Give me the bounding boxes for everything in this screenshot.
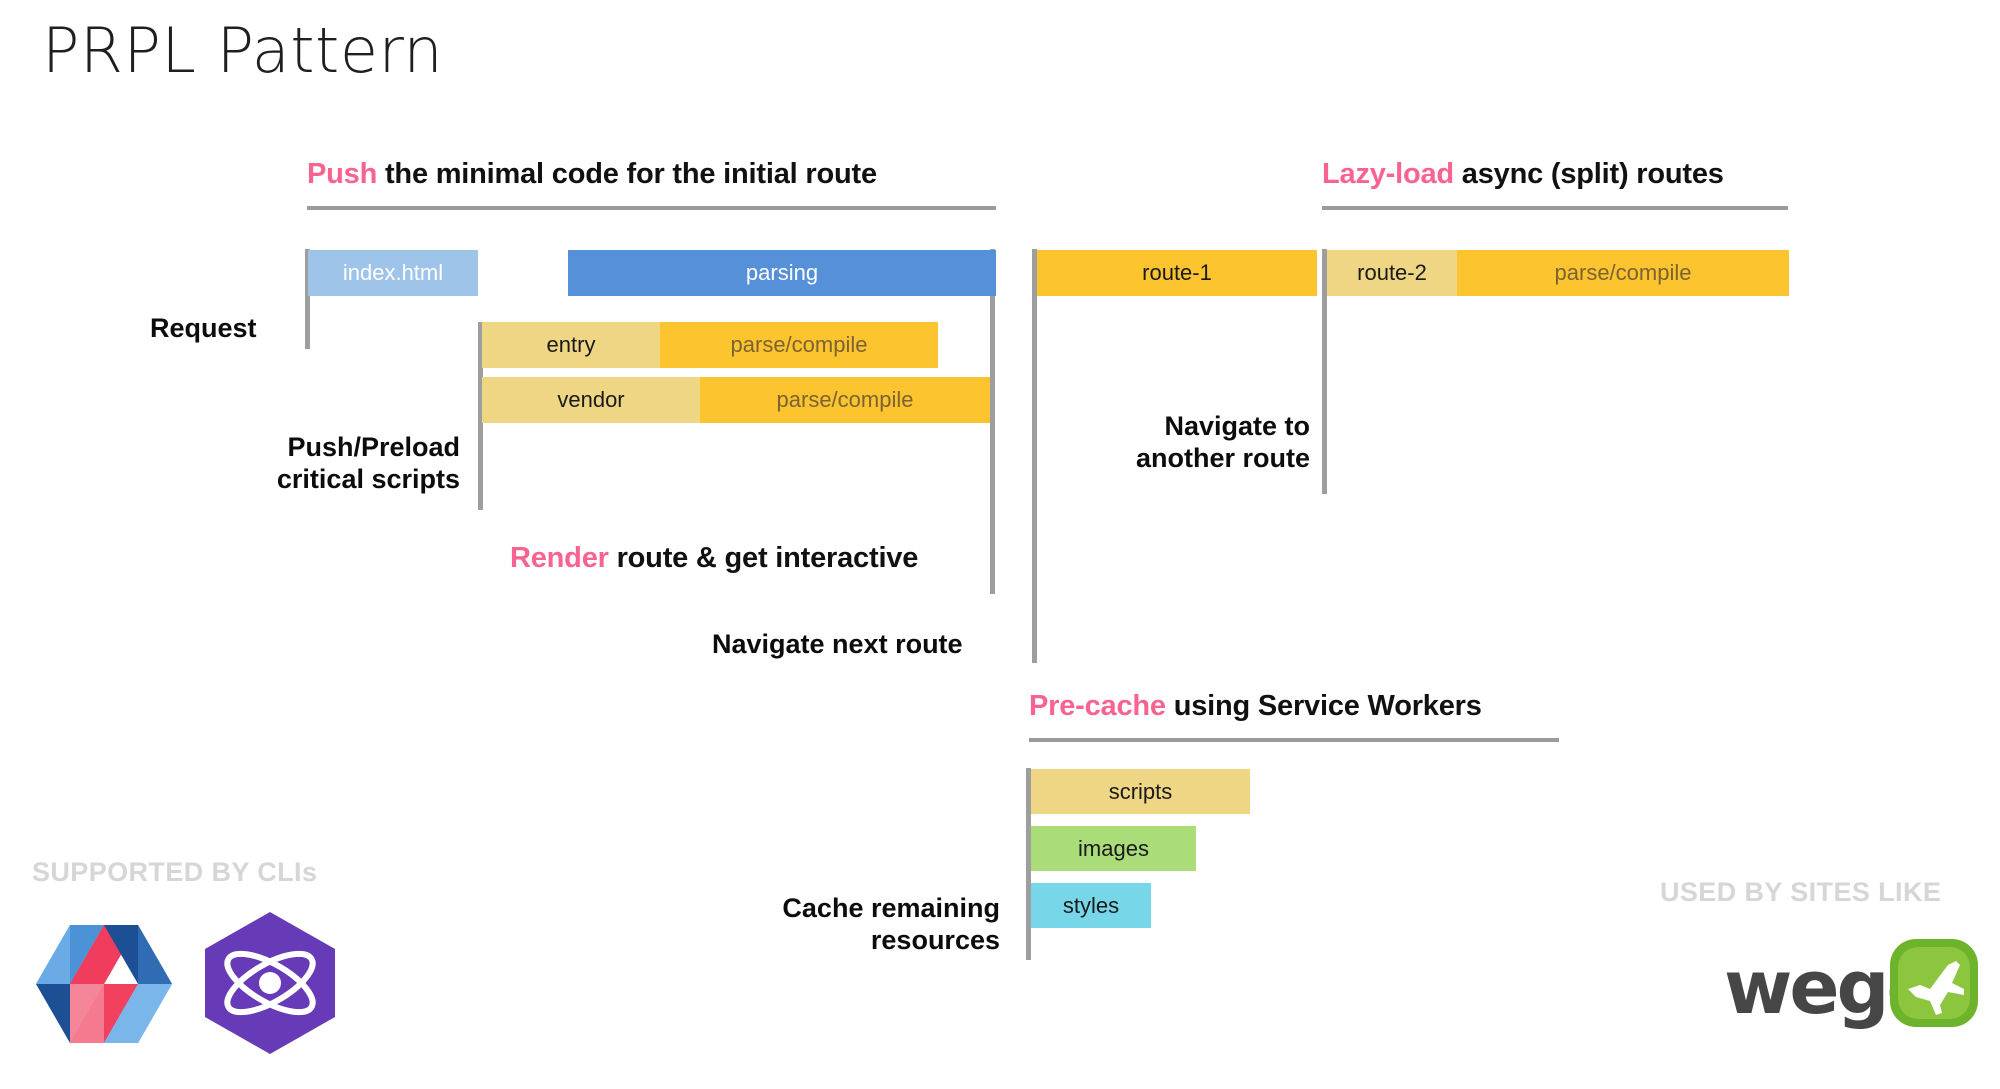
bar-styles: styles [1031,883,1151,928]
page-title: PRPL Pattern [42,14,444,87]
section-heading-render-accent: Render [510,542,609,574]
timeline-marker-request [305,249,310,349]
bar-segment-parsing: parsing [568,250,996,296]
bar-segment-styles: styles [1031,883,1151,928]
section-heading-precache-rest: using Service Workers [1165,690,1482,722]
preact-logo-icon [205,912,335,1054]
bar-segment-entry-parse-compile: parse/compile [660,322,938,368]
wego-plane-icon [1890,939,1978,1027]
section-heading-push-rest: the minimal code for the initial route [377,158,877,190]
bar-segment-route-2: route-2 [1327,250,1457,296]
bar-index-html: index.html [308,250,478,296]
label-cache-remaining-resources: Cache remaining resources [782,893,1000,955]
footer-heading-supported-by: SUPPORTED BY CLIs [32,857,318,887]
bar-vendor: vendor parse/compile [482,377,990,423]
bar-route-1: route-1 [1037,250,1317,296]
bar-segment-vendor: vendor [482,377,700,423]
section-heading-precache-accent: Pre-cache [1029,690,1166,722]
section-heading-lazy-accent: Lazy-load [1322,158,1454,190]
timeline-marker-push-preload [478,322,483,510]
section-heading-precache: Pre-cache using Service Workers [1029,690,1482,723]
bar-segment-index-html: index.html [308,250,478,296]
timeline-marker-cache-remaining [1026,768,1031,960]
bar-entry: entry parse/compile [482,322,938,368]
section-heading-push: Push the minimal code for the initial ro… [307,158,877,191]
timeline-marker-navigate-another [1322,249,1327,494]
bar-scripts: scripts [1031,769,1250,814]
section-rule-lazy [1322,206,1788,210]
preact-logo [200,910,340,1056]
bar-segment-route-2-parse-compile: parse/compile [1457,250,1789,296]
bar-segment-vendor-parse-compile: parse/compile [700,377,990,423]
bar-segment-scripts: scripts [1031,769,1250,814]
bar-segment-images: images [1031,826,1196,871]
timeline-marker-navigate-next [1032,249,1037,663]
bar-parsing: parsing [568,250,996,296]
polymer-logo [36,920,172,1048]
bar-images: images [1031,826,1196,871]
bar-route-2: route-2 parse/compile [1327,250,1789,296]
label-navigate-next-route: Navigate next route [712,629,963,659]
section-heading-push-accent: Push [307,158,378,190]
label-request: Request [150,313,257,343]
label-navigate-another-route: Navigate to another route [1135,411,1310,473]
section-heading-render: Render route & get interactive [510,542,918,575]
section-heading-lazy: Lazy-load async (split) routes [1322,158,1724,191]
wego-logo: wego [1724,935,1980,1045]
bar-segment-entry: entry [482,322,660,368]
section-heading-render-rest: route & get interactive [608,542,919,574]
bar-segment-route-1: route-1 [1037,250,1317,296]
section-rule-precache [1029,738,1559,742]
label-push-preload: Push/Preload critical scripts [276,432,460,494]
section-heading-lazy-rest: async (split) routes [1453,158,1724,190]
timeline-marker-render [990,249,995,594]
polymer-logo-icon [36,925,172,1043]
section-rule-push [307,206,996,210]
footer-heading-used-by: USED BY SITES LIKE [1660,877,1942,907]
